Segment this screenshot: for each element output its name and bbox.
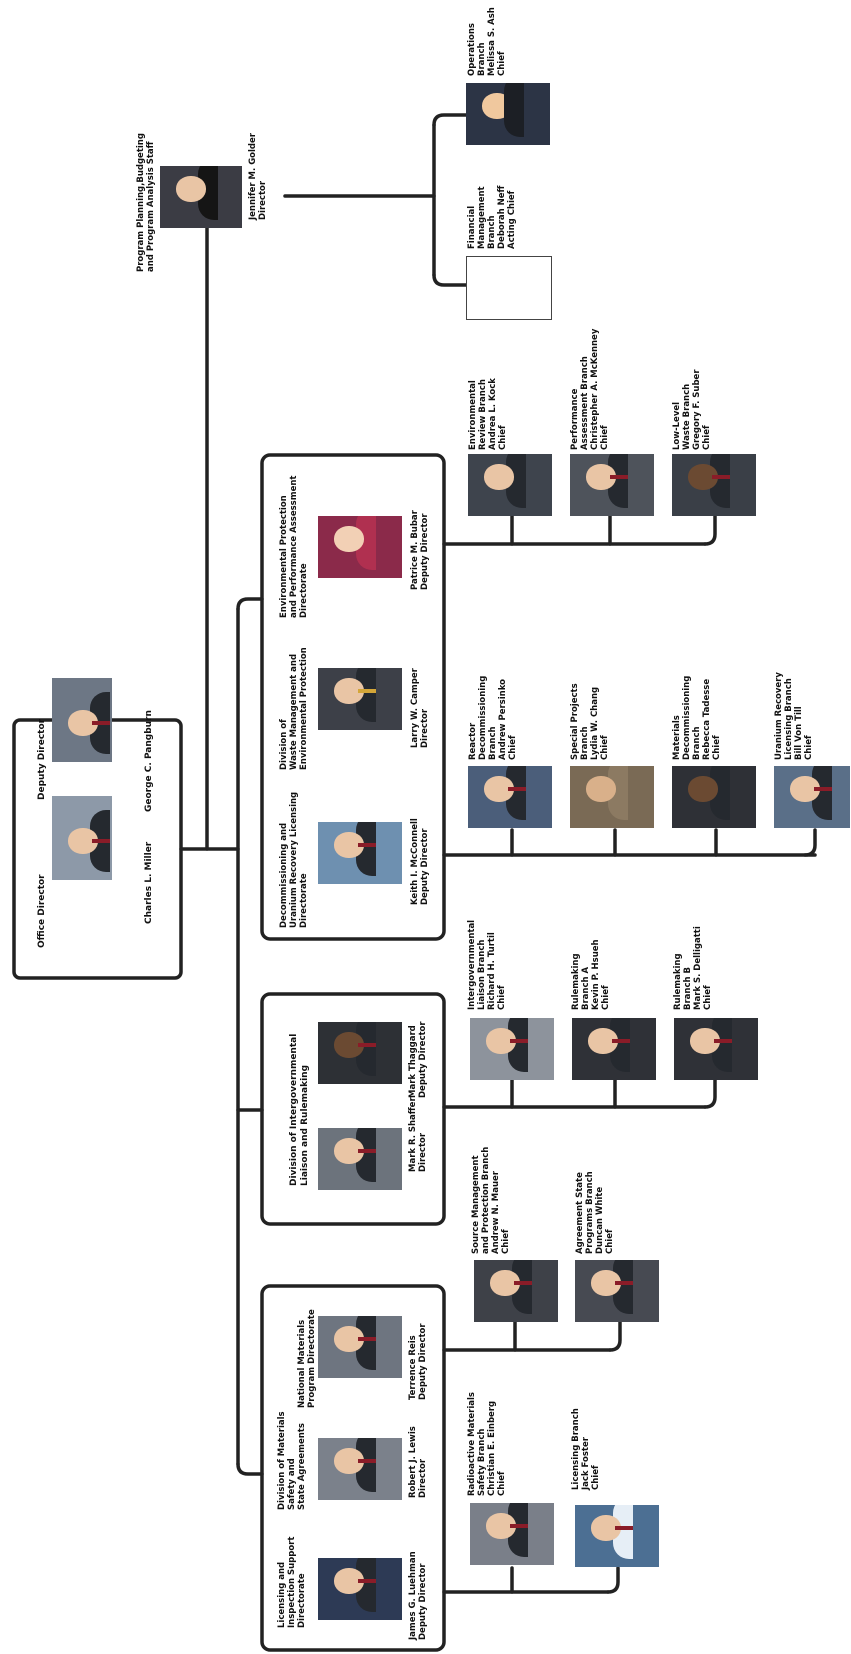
dwmep-sub1-title: Decommissioning and Uranium Recovery Lic… — [279, 791, 309, 928]
dmssa-branch1-label: Radioactive Materials Safety Branch Chri… — [467, 1392, 507, 1496]
office-director-name: Charles L. Miller — [144, 841, 154, 924]
dwmep-sub2-title: Division of Waste Management and Environ… — [279, 647, 309, 770]
deputy-director-title: Deputy Director — [37, 718, 47, 800]
operations-branch-label: Operations Branch Melissa S. Ash Chief — [467, 7, 507, 76]
dmssa-branch4-photo — [575, 1260, 659, 1322]
decom-branch3-label: Materials Decommissioning Branch Rebecca… — [672, 675, 722, 760]
dwmep-sub3-title: Environmental Protection and Performance… — [279, 475, 309, 618]
dmssa-sub1-name: James G. Luehman Deputy Director — [408, 1551, 428, 1640]
dmssa-sub1-title: Licensing and Inspection Support Directo… — [277, 1536, 307, 1628]
dilr-branch1-photo — [470, 1018, 554, 1080]
decom-branch2-label: Special Projects Branch Lydia W. Chang C… — [570, 683, 610, 760]
env-branch2-photo — [570, 454, 654, 516]
env-branch1-label: Environmental Review Branch Andrea L. Ko… — [468, 378, 508, 450]
pbpa-unit-title: Program Planning,Budgeting and Program A… — [136, 133, 156, 272]
deputy-director-name: George C. Pangburn — [144, 710, 154, 812]
dmssa-branch1-photo — [470, 1503, 554, 1565]
dilr-branch1-label: Intergovernmental Liaison Branch Richard… — [467, 919, 507, 1010]
dilr-deputy-photo — [318, 1022, 402, 1084]
decom-branch4-label: Uranium Recovery Licensing Branch Bill V… — [774, 672, 814, 760]
dmssa-sub3-title: National Materials Program Directorate — [297, 1309, 317, 1408]
dwmep-sub2-photo — [318, 668, 402, 730]
dmssa-sub3-photo — [318, 1316, 402, 1378]
dilr-director-name: Mark R. Shaffer Director — [408, 1097, 428, 1172]
dwmep-sub2-name: Larry W. Camper Director — [410, 668, 430, 748]
decom-branch3-photo — [672, 766, 756, 828]
financial-branch-label: Financial Management Branch Deborah Neff… — [467, 185, 517, 249]
dilr-title: Division of Intergovernmental Liaison an… — [289, 1033, 310, 1186]
deputy-director-photo — [52, 678, 112, 762]
dwmep-sub3-photo — [318, 516, 402, 578]
operations-branch-photo — [466, 83, 550, 145]
dilr-director-photo — [318, 1128, 402, 1190]
dmssa-sub1-photo — [318, 1558, 402, 1620]
dilr-deputy-name: Mark Thaggard Deputy Director — [408, 1021, 428, 1098]
pbpa-director-name: Jennifer M. Golder Director — [248, 133, 268, 220]
office-director-title: Office Director — [37, 874, 47, 948]
dwmep-sub1-photo — [318, 822, 402, 884]
office-director-photo — [52, 796, 112, 880]
decom-branch1-photo — [468, 766, 552, 828]
dmssa-sub2-photo — [318, 1438, 402, 1500]
dmssa-sub2-name: Robert J. Lewis Director — [408, 1426, 428, 1498]
decom-branch2-photo — [570, 766, 654, 828]
dmssa-sub2-title: Division of Materials Safety and State A… — [277, 1411, 307, 1510]
dmssa-branch4-label: Agreement State Programs Branch Duncan W… — [575, 1171, 615, 1254]
decom-branch4-photo — [774, 766, 850, 828]
dmssa-branch2-label: Licensing Branch Jack Foster Chief — [571, 1408, 601, 1490]
env-branch2-label: Performance Assessment Branch Christephe… — [570, 328, 610, 450]
dilr-branch2-label: Rulemaking Branch A Kevin P. Hsueh Chief — [571, 939, 611, 1010]
financial-branch-empty-photo — [466, 256, 552, 320]
dwmep-sub1-name: Keith I. McConnell Deputy Director — [410, 818, 430, 905]
dmssa-branch3-label: Source Management and Protection Branch … — [471, 1146, 511, 1254]
dilr-branch2-photo — [572, 1018, 656, 1080]
env-branch3-label: Low-Level Waste Branch Gregory F. Suber … — [672, 369, 712, 450]
dmssa-sub3-name: Terrence Reis Deputy Director — [408, 1323, 428, 1400]
env-branch3-photo — [672, 454, 756, 516]
env-branch1-photo — [468, 454, 552, 516]
decom-branch1-label: Reactor Decommissioning Branch Andrew Pe… — [468, 675, 518, 760]
dwmep-sub3-name: Patrice M. Bubar Deputy Director — [410, 510, 430, 590]
dmssa-branch2-photo — [575, 1505, 659, 1567]
dilr-branch3-photo — [674, 1018, 758, 1080]
dilr-branch3-label: Rulemaking Branch B Mark S. Delligatti C… — [673, 926, 713, 1010]
dmssa-branch3-photo — [474, 1260, 558, 1322]
pbpa-director-photo — [160, 166, 242, 228]
